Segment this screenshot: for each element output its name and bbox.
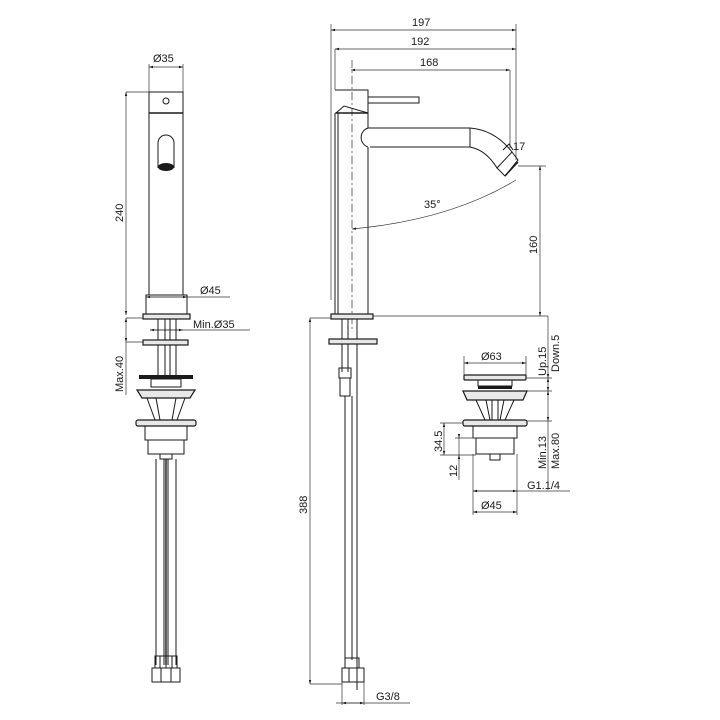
lever-pivot-icon (162, 97, 170, 105)
dim-front-outlet: 17 (513, 141, 525, 153)
dim-front-hose-length: 388 (298, 496, 310, 514)
dim-waste-thread-height: 12 (448, 465, 460, 477)
front-view: 197 192 168 17 35° (298, 17, 548, 705)
dim-front-spout-height: 160 (528, 236, 540, 254)
dim-front-spout-width: 192 (411, 36, 429, 48)
dim-waste-thread: G1.1/4 (527, 480, 560, 492)
dim-side-base-diameter: Ø45 (200, 285, 221, 297)
dim-waste-range-max: Max.80 (550, 433, 562, 469)
side-view: Ø35 240 Ø45 Min.Ø35 (114, 53, 250, 683)
dim-front-hose-thread: G3/8 (376, 691, 400, 703)
dim-waste-body-diameter: Ø45 (481, 500, 502, 512)
waste-detail: Ø63 Up.15 Down.5 Min.13 Max.80 34.5 (433, 316, 570, 515)
dim-waste-stroke-up: Up.15 (537, 347, 549, 376)
dim-waste-range-min: Min.13 (537, 436, 549, 469)
dim-waste-body-height: 34.5 (433, 431, 445, 452)
dim-side-height: 240 (114, 204, 126, 222)
dim-side-min-hole: Min.Ø35 (193, 319, 235, 331)
dim-side-max-deck: Max.40 (114, 356, 126, 392)
dim-waste-stroke-down: Down.5 (550, 335, 562, 372)
dim-front-angle: 35° (424, 199, 441, 211)
dim-front-total-width: 197 (412, 17, 430, 29)
dim-side-top-diameter: Ø35 (153, 53, 174, 65)
dim-waste-cap-diameter: Ø63 (481, 351, 502, 363)
dim-front-reach: 168 (420, 57, 438, 69)
